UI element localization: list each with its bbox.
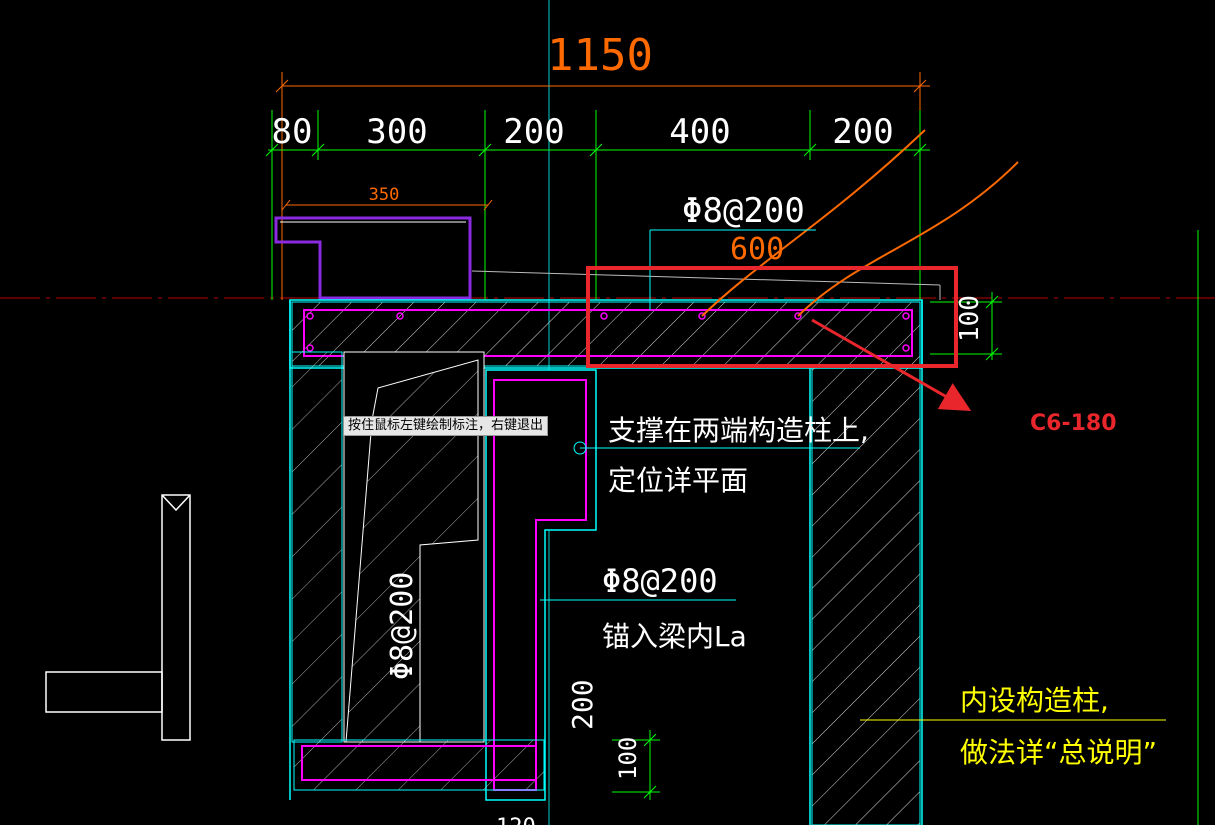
rebar-vertical-text: Φ8@200 <box>385 572 420 680</box>
support-marker <box>573 441 587 455</box>
dim-200-right-text: 200 <box>832 112 893 152</box>
support-text-2: 定位详平面 <box>608 464 748 497</box>
top-rebar <box>303 309 913 357</box>
dim-100-bottom-text: 100 <box>614 737 642 780</box>
rebar-dots <box>306 312 910 352</box>
dim-100-right-line <box>930 292 1002 361</box>
cursor-tooltip: 按住鼠标左键绘制标注，右键退出 <box>343 416 549 436</box>
callout-arrow <box>811 318 972 411</box>
dim-200-text: 200 <box>503 112 564 152</box>
left-wall <box>291 351 343 743</box>
dim-overall-text: 1150 <box>547 30 653 81</box>
dim-400-text: 400 <box>669 112 730 152</box>
dim-80-text: 80 <box>272 112 313 152</box>
center-column <box>485 369 597 801</box>
section-symbol <box>45 494 191 741</box>
window-sill-outline <box>274 216 472 300</box>
orange-mark-1 <box>701 129 926 317</box>
slope-line <box>471 270 941 286</box>
dim-350-line <box>281 199 493 211</box>
support-text-1: 支撑在两端构造柱上, <box>608 414 869 447</box>
callout-text: C6-180 <box>1030 411 1117 436</box>
opening-slope <box>345 359 479 743</box>
highlight-box[interactable] <box>586 266 958 368</box>
dim-600-text: 600 <box>730 232 784 267</box>
rebar-top-text: Φ8@200 <box>682 191 805 231</box>
rebar-mid-text: Φ8@200 <box>602 562 718 600</box>
right-wall <box>811 367 921 825</box>
dim-300-text: 300 <box>366 112 427 152</box>
dim-100-right-text: 100 <box>955 295 985 342</box>
bottom-rebar <box>301 745 537 781</box>
anchor-text: 锚入梁内La <box>602 620 747 653</box>
orange-mark-2 <box>797 161 1019 317</box>
dim-200-vertical-text: 200 <box>566 679 599 730</box>
dim-100-bottom-line <box>612 730 660 800</box>
column-note-1: 内设构造柱, <box>960 684 1109 717</box>
bottom-beam <box>293 739 545 791</box>
dim-120-bottom-text: 120 <box>496 815 536 825</box>
dim-350-text: 350 <box>369 185 400 205</box>
column-note-2: 做法详“总说明” <box>960 736 1157 769</box>
overall-dimension <box>275 72 930 300</box>
